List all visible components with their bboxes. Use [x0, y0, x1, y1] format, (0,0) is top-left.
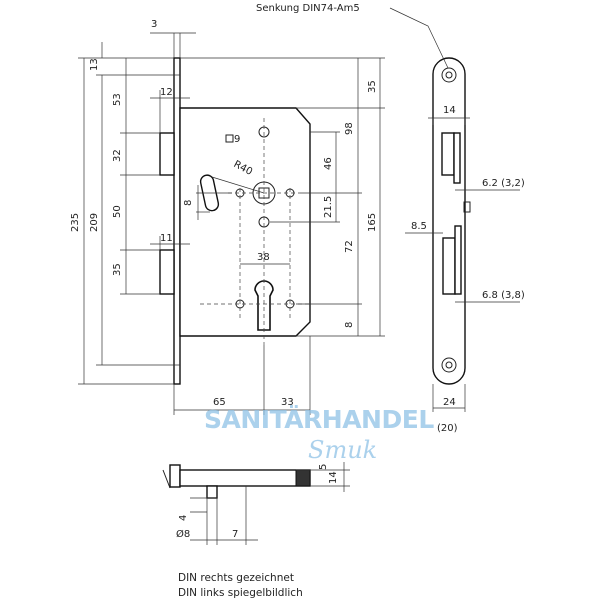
callout-countersink: Senkung DIN74-Am5 [256, 3, 360, 14]
dim-35-low: 35 [112, 263, 123, 276]
lock-top-view [162, 462, 350, 545]
dim-46: 46 [323, 157, 334, 170]
lock-front-view [159, 57, 311, 385]
dim-20: (20) [437, 423, 458, 434]
dim-14-side: 14 [328, 471, 339, 484]
dim-6-2: 6.2 (3,2) [482, 178, 525, 189]
faceplate-strip [173, 57, 181, 385]
dim-8-5: 8.5 [411, 221, 427, 232]
dim-21-5: 21.5 [323, 196, 334, 218]
dim-8-left: 8 [183, 200, 194, 206]
dim-209: 209 [89, 213, 100, 232]
dim-50: 50 [112, 205, 123, 218]
dim-7: 7 [232, 529, 238, 540]
dim-165: 165 [367, 213, 378, 232]
watermark-line2: Smuk [308, 436, 377, 464]
dim-72: 72 [344, 240, 355, 253]
note-din-right: DIN rechts gezeichnet [178, 572, 294, 584]
dim-235: 235 [70, 213, 81, 232]
dim-24: 24 [443, 397, 456, 408]
dim-53: 53 [112, 93, 123, 106]
bolt-opening [442, 237, 456, 295]
dim-13: 13 [89, 58, 100, 71]
cylinder-hole [254, 280, 274, 331]
dim-35-top: 35 [367, 80, 378, 93]
dim-38: 38 [257, 252, 270, 263]
dim-5: 5 [318, 464, 329, 470]
dim-98: 98 [344, 122, 355, 135]
dim-3: 3 [151, 19, 157, 30]
latch-opening [441, 132, 455, 176]
dimension-lines [78, 32, 385, 415]
dim-12: 12 [160, 87, 173, 98]
dim-8-bottom: 8 [344, 322, 355, 328]
dim-6-8: 6.8 (3,8) [482, 290, 525, 301]
note-din-left: DIN links spiegelbildlich [178, 587, 303, 599]
dim-4: 4 [178, 515, 189, 521]
dim-65: 65 [213, 397, 226, 408]
countersink-bottom [441, 357, 457, 373]
dim-32: 32 [112, 149, 123, 162]
top-case [179, 469, 311, 487]
spindle-boss [206, 485, 218, 499]
top-faceplate [169, 464, 181, 488]
dim-33: 33 [281, 397, 294, 408]
countersink-top [441, 67, 457, 83]
dim-phi8: Ø8 [176, 528, 190, 540]
dim-11: 11 [160, 233, 173, 244]
square-9-symbol [225, 134, 234, 143]
faceplate-side-view [389, 7, 520, 412]
latch-bolt-body [159, 132, 175, 176]
dead-bolt [159, 249, 175, 295]
dim-14-front: 14 [443, 105, 456, 116]
dim-square-9: 9 [234, 134, 240, 145]
watermark-line1: SANITÄRHANDEL [204, 404, 434, 434]
